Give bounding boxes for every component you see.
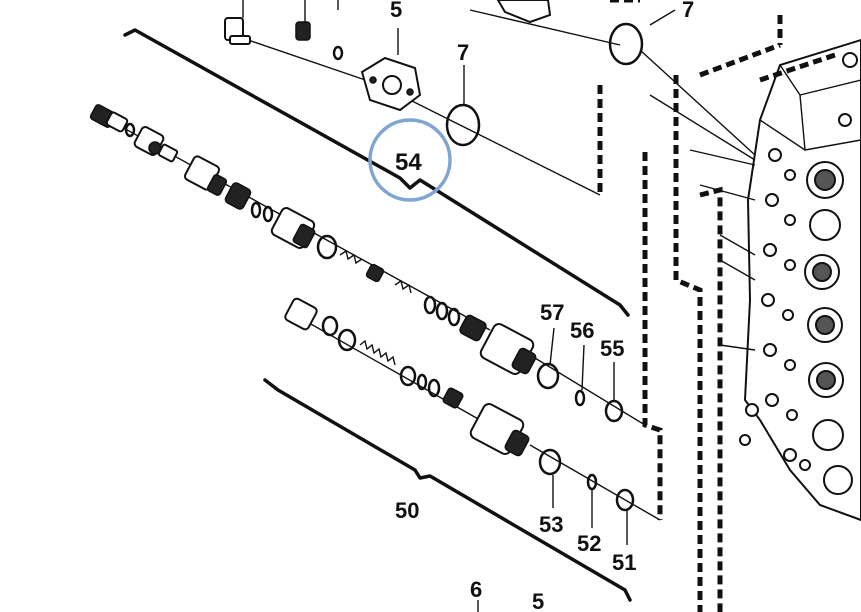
callout-5-top: 5 xyxy=(390,0,402,22)
callout-52: 52 xyxy=(577,531,601,556)
upper-valve-cartridge xyxy=(89,104,624,423)
block-ports xyxy=(739,52,858,495)
callout-56: 56 xyxy=(570,318,594,343)
callout-50: 50 xyxy=(395,498,419,523)
lower-valve-cartridge xyxy=(284,297,635,512)
callout-57: 57 xyxy=(540,300,564,325)
callout-55: 55 xyxy=(600,336,624,361)
top-fittings xyxy=(224,0,644,147)
brace-50 xyxy=(263,378,632,602)
callout-54-highlight xyxy=(368,118,452,202)
callout-51: 51 xyxy=(612,550,636,575)
brace-54 xyxy=(123,28,630,317)
callout-6-bottom: 6 xyxy=(470,577,482,602)
callout-7-mid: 7 xyxy=(457,40,469,65)
assembly-lines xyxy=(99,9,756,521)
callout-leaders xyxy=(397,9,676,612)
callout-5-bottom: 5 xyxy=(532,589,544,612)
callout-labels: 5 7 7 54 57 56 55 50 53 52 51 6 5 xyxy=(390,0,694,612)
callout-53: 53 xyxy=(539,512,563,537)
callout-54: 54 xyxy=(395,149,422,176)
valve-block xyxy=(699,38,861,522)
callout-7-right: 7 xyxy=(682,0,694,22)
